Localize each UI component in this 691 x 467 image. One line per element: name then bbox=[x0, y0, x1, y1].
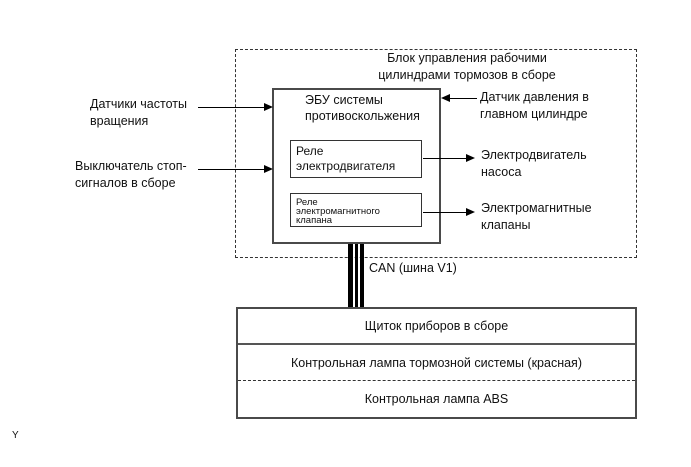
solenoid-valves-label-line1: Электромагнитные bbox=[481, 201, 592, 215]
stop-light-switch-label-line2: сигналов в сборе bbox=[75, 176, 176, 190]
pressure-sensor-arrow-line bbox=[449, 98, 477, 99]
pump-motor-arrow-line bbox=[423, 158, 467, 159]
speed-sensors-label: Датчики частоты вращения bbox=[90, 96, 187, 130]
brake-warning-lamp-label: Контрольная лампа тормозной системы (кра… bbox=[290, 355, 582, 370]
master-cylinder-pressure-sensor-label-line2: главном цилиндре bbox=[480, 107, 588, 121]
skid-control-ecu-title: ЭБУ системы противоскольжения bbox=[305, 92, 420, 124]
solenoid-relay-label-line2: электромагнитного bbox=[296, 206, 380, 217]
abs-warning-lamp-label: Контрольная лампа ABS bbox=[364, 392, 509, 406]
pump-motor-label: Электродвигатель насоса bbox=[481, 147, 587, 181]
speed-sensors-arrowhead bbox=[264, 103, 273, 111]
brake-actuator-assembly-title-line1: Блок управления рабочими bbox=[387, 51, 547, 65]
brake-actuator-assembly-box bbox=[235, 49, 637, 258]
master-cylinder-pressure-sensor-label-line1: Датчик давления в bbox=[480, 90, 589, 104]
brake-actuator-assembly-title-line2: цилиндрами тормозов в сборе bbox=[378, 68, 556, 82]
abs-warning-lamp-row: Контрольная лампа ABS bbox=[238, 381, 635, 417]
can-bus-label: CAN (шина V1) bbox=[369, 261, 457, 275]
combination-meter-box: Щиток приборов в сборе Контрольная лампа… bbox=[236, 307, 637, 419]
motor-relay-box: Реле электродвигателя bbox=[290, 140, 422, 178]
solenoid-valves-arrow-line bbox=[423, 212, 467, 213]
stop-light-switch-arrow-line bbox=[198, 169, 265, 170]
can-bus-line-2 bbox=[355, 244, 358, 307]
master-cylinder-pressure-sensor-label: Датчик давления в главном цилиндре bbox=[480, 89, 589, 123]
brake-actuator-assembly-title: Блок управления рабочими цилиндрами торм… bbox=[347, 50, 587, 84]
combination-meter-title: Щиток приборов в сборе bbox=[364, 319, 509, 333]
solenoid-relay-label-line3: клапана bbox=[296, 215, 333, 226]
solenoid-relay-label-line1: Реле bbox=[296, 197, 318, 208]
skid-control-ecu-title-line2: противоскольжения bbox=[305, 109, 420, 123]
solenoid-valves-label-line2: клапаны bbox=[481, 218, 531, 232]
solenoid-relay-box: Реле электромагнитного клапана bbox=[290, 193, 422, 227]
can-bus-line-3 bbox=[360, 244, 364, 307]
speed-sensors-label-line1: Датчики частоты bbox=[90, 97, 187, 111]
page-marker: Y bbox=[12, 430, 19, 441]
can-bus-line-1 bbox=[348, 244, 353, 307]
skid-control-ecu-title-line1: ЭБУ системы bbox=[305, 93, 383, 107]
brake-warning-lamp-row: Контрольная лампа тормозной системы (кра… bbox=[238, 345, 635, 381]
solenoid-valves-label: Электромагнитные клапаны bbox=[481, 200, 592, 234]
pump-motor-label-line2: насоса bbox=[481, 165, 522, 179]
pump-motor-label-line1: Электродвигатель bbox=[481, 148, 587, 162]
stop-light-switch-arrowhead bbox=[264, 165, 273, 173]
pressure-sensor-arrowhead bbox=[441, 94, 450, 102]
stop-light-switch-label: Выключатель стоп- сигналов в сборе bbox=[75, 158, 187, 192]
pump-motor-arrowhead bbox=[466, 154, 475, 162]
motor-relay-label-line1: Реле bbox=[296, 144, 324, 158]
solenoid-valves-arrowhead bbox=[466, 208, 475, 216]
speed-sensors-label-line2: вращения bbox=[90, 114, 149, 128]
stop-light-switch-label-line1: Выключатель стоп- bbox=[75, 159, 187, 173]
combination-meter-title-row: Щиток приборов в сборе bbox=[238, 309, 635, 345]
speed-sensors-arrow-line bbox=[198, 107, 265, 108]
motor-relay-label-line2: электродвигателя bbox=[296, 159, 396, 173]
